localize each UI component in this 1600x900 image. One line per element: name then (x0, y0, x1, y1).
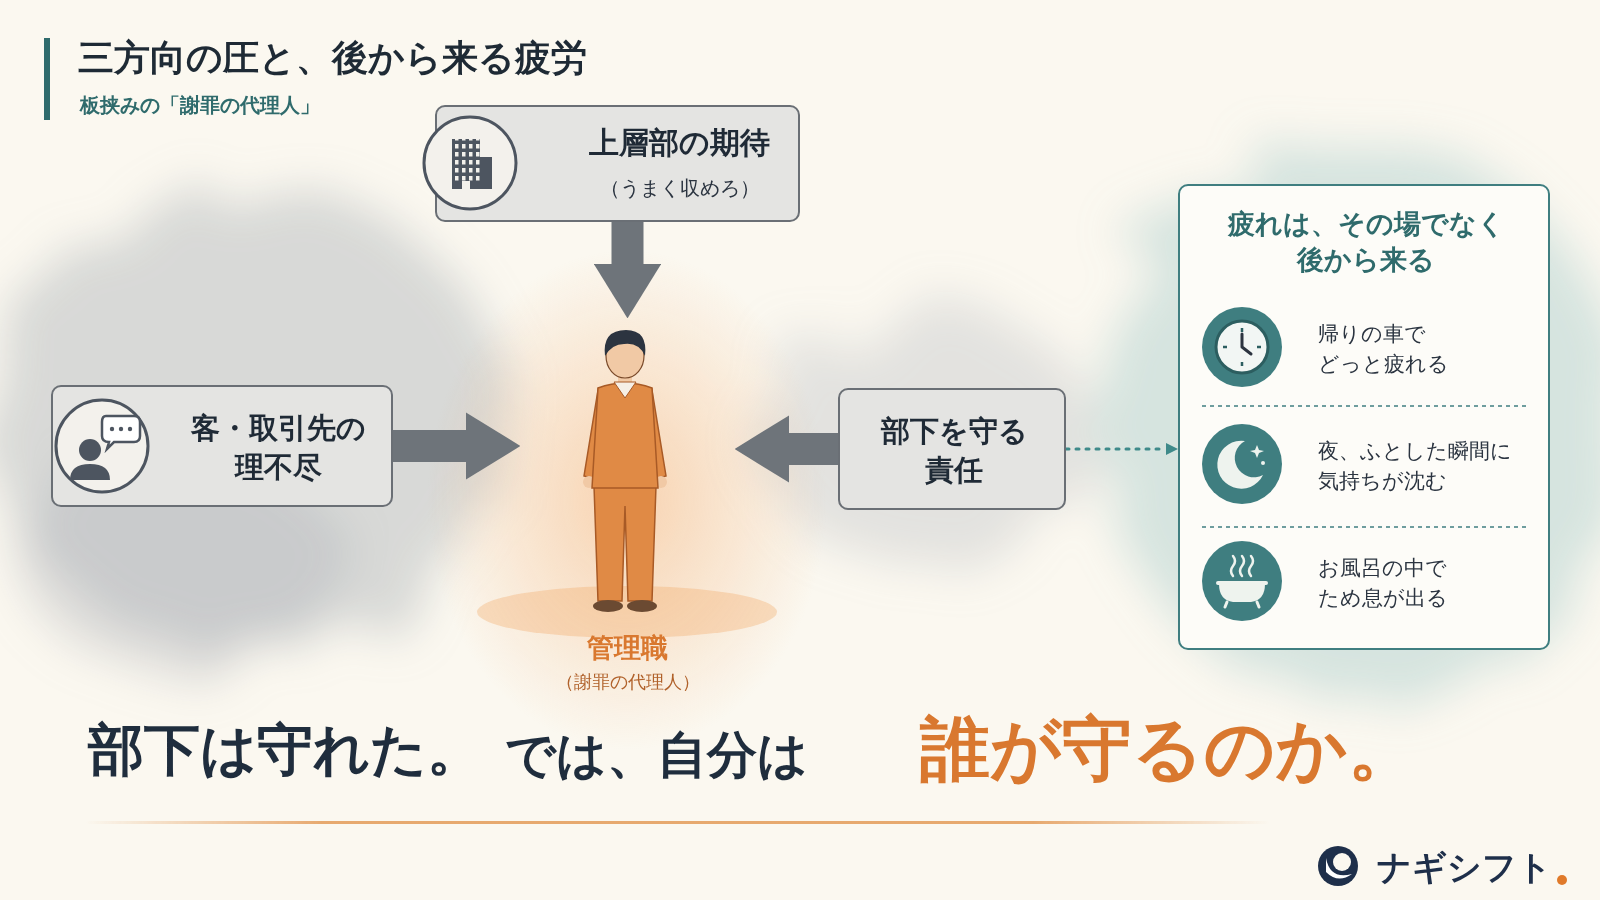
subtitle: 板挟みの「謝罪の代理人」 (80, 95, 320, 115)
bath-icon (1201, 540, 1283, 622)
figure-glow (427, 250, 827, 750)
node-text: （うまく収めろ） (567, 175, 792, 202)
text-line: 部下を守る (840, 412, 1068, 451)
underline (85, 821, 1270, 824)
manager-figure (518, 316, 733, 626)
clock-icon (1201, 306, 1283, 388)
pressure-arrow (393, 430, 466, 462)
text-line: （うまく収めろ） (567, 175, 792, 202)
node-text: お風呂の中で ため息が出る (1318, 553, 1538, 614)
node-heading: 管理職 (520, 630, 735, 666)
logo-mark (1318, 846, 1567, 886)
text-line: 上層部の期待 (567, 123, 792, 164)
node-heading: 上層部の期待 (567, 123, 792, 164)
headline-accent: 誰が守るのか。 (920, 714, 1418, 784)
text-line: 気持ちが沈む (1318, 466, 1538, 496)
title: 三方向の圧と、後から来る疲労 (78, 40, 587, 76)
process-box: 上層部の期待 （うまく収めろ） (435, 105, 800, 222)
text-line: 客・取引先の (173, 409, 383, 448)
figure-node: 管理職 （謝罪の代理人） (520, 318, 735, 701)
title-bar (44, 38, 50, 120)
pressure-arrow (789, 433, 838, 465)
text-line: どっと疲れる (1318, 349, 1538, 379)
logo-text: ナギシフト (1377, 850, 1552, 884)
text-line: 後から来る (1180, 242, 1552, 278)
node-heading: 部下を守る 責任 (840, 412, 1068, 490)
text-line: 帰りの車で (1318, 319, 1538, 349)
text-line: お風呂の中で (1318, 553, 1538, 583)
node-text: （謝罪の代理人） (520, 670, 735, 694)
node-text: 夜、ふとした瞬間に 気持ちが沈む (1318, 436, 1538, 497)
text-line: ため息が出る (1318, 583, 1538, 613)
text-line: 夜、ふとした瞬間に (1318, 436, 1538, 466)
process-box: 客・取引先の 理不尽 (51, 385, 393, 507)
callout-panel: 疲れは、その場でなく 後から来る帰りの車で どっと疲れる夜、ふとした瞬間に 気持… (1178, 184, 1550, 650)
text-line: （謝罪の代理人） (520, 670, 735, 694)
text-line: 責任 (840, 451, 1068, 490)
building-icon (420, 113, 520, 213)
process-box: 部下を守る 責任 (838, 388, 1066, 510)
dotted-arrow (1066, 448, 1166, 451)
person-speech-icon (52, 396, 152, 496)
moon-icon (1201, 423, 1283, 505)
ground-glow (477, 586, 777, 638)
node-text: 帰りの車で どっと疲れる (1318, 319, 1538, 380)
text-line: 疲れは、その場でなく (1180, 206, 1552, 242)
node-heading: 疲れは、その場でなく 後から来る (1180, 206, 1552, 279)
pressure-arrow (612, 222, 644, 264)
text-line: 管理職 (520, 630, 735, 666)
headline: 部下は守れた。 (88, 722, 483, 778)
text-line: 理不尽 (173, 448, 383, 487)
headline: では、自分は (505, 730, 808, 780)
node-heading: 客・取引先の 理不尽 (173, 409, 383, 487)
